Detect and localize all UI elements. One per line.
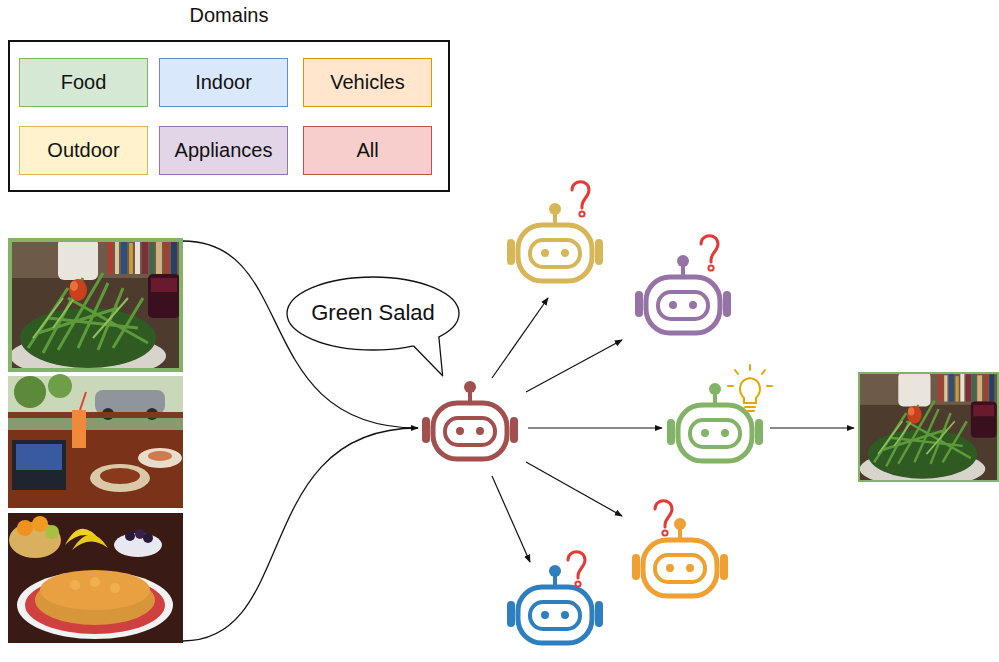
photo-breakfast (8, 430, 183, 508)
lightbulb-icon (746, 410, 754, 412)
photo-cake (45, 525, 59, 539)
photo-cake (90, 577, 100, 587)
legend-swatch: All (303, 126, 432, 175)
photo-breakfast (8, 412, 183, 418)
photo-breakfast (14, 376, 46, 408)
robot-icon (507, 203, 603, 281)
lightbulb-icon (728, 365, 772, 411)
photo-cake (8, 513, 183, 643)
photo-breakfast (72, 410, 86, 448)
question-mark-icon (655, 501, 672, 536)
photo-cake (40, 570, 150, 610)
lightbulb-icon (740, 378, 760, 403)
robot-icon (632, 518, 728, 596)
photo-breakfast (8, 376, 183, 416)
robot-icon (422, 203, 763, 643)
dispatch-arrow (528, 427, 662, 428)
dispatch-arrow (526, 340, 622, 392)
photo-breakfast (16, 444, 62, 470)
dispatch-arrow (492, 476, 530, 562)
lightbulb-icon (749, 365, 751, 370)
photo-salad (10, 240, 181, 370)
legend-label: Outdoor (47, 139, 119, 162)
photo-breakfast (100, 468, 140, 484)
question-mark-icon (568, 182, 718, 587)
legend-label: Appliances (175, 139, 273, 162)
legend-swatch: Vehicles (303, 58, 432, 107)
photo-salad (8, 238, 183, 378)
dispatch-arrow (526, 462, 622, 516)
bubble-text: Green Salad (311, 300, 435, 326)
robot-icon (667, 383, 763, 461)
legend-label: Indoor (195, 71, 252, 94)
legend-swatch: Outdoor (19, 126, 148, 175)
robot-icon (635, 255, 731, 333)
photo-salad-result (859, 373, 998, 481)
lightbulb-icon (762, 370, 765, 374)
photo-breakfast (148, 451, 172, 461)
photo-breakfast (80, 392, 86, 410)
legend-label: Vehicles (330, 71, 405, 94)
photo-salad (8, 238, 183, 378)
photo-salad-result (858, 372, 999, 487)
legend-title: Domains (8, 3, 450, 27)
legend-swatch: Appliances (159, 126, 288, 175)
bubble-tail (411, 335, 443, 375)
photo-breakfast (8, 376, 183, 508)
photo-cake (17, 571, 173, 639)
photo-salad-result (858, 372, 999, 487)
lightbulb-icon (767, 385, 772, 387)
question-mark-icon (568, 552, 585, 587)
photo-cake (110, 583, 120, 593)
photo-cake (8, 513, 183, 643)
question-mark-icon (572, 182, 589, 217)
lightbulb-icon (745, 406, 755, 408)
photo-cake (17, 520, 33, 536)
dispatch-arrow (492, 298, 548, 378)
photo-breakfast (48, 374, 72, 398)
lightbulb-icon (728, 385, 733, 387)
photo-cake (143, 533, 153, 543)
photo-breakfast (90, 464, 150, 492)
robot-icon (507, 565, 603, 643)
bubble-tail (413, 336, 442, 375)
photo-cake (70, 580, 80, 590)
photo-breakfast (8, 374, 183, 508)
robot-icon (422, 381, 518, 459)
photo-breakfast (12, 440, 66, 490)
legend-swatch: Food (19, 58, 148, 107)
question-mark-icon (701, 236, 718, 271)
photo-breakfast (138, 448, 182, 468)
lightbulb-icon (735, 370, 738, 374)
input-curve (183, 428, 418, 641)
photo-cake (72, 534, 108, 550)
speech-bubble: Green Salad (286, 276, 460, 351)
dispatch-arrow (492, 298, 854, 562)
legend-swatch: Indoor (159, 58, 288, 107)
dispatch-arrow (770, 427, 854, 428)
legend-label: Food (61, 71, 107, 94)
photo-cake (125, 531, 135, 541)
legend-label: All (356, 139, 378, 162)
